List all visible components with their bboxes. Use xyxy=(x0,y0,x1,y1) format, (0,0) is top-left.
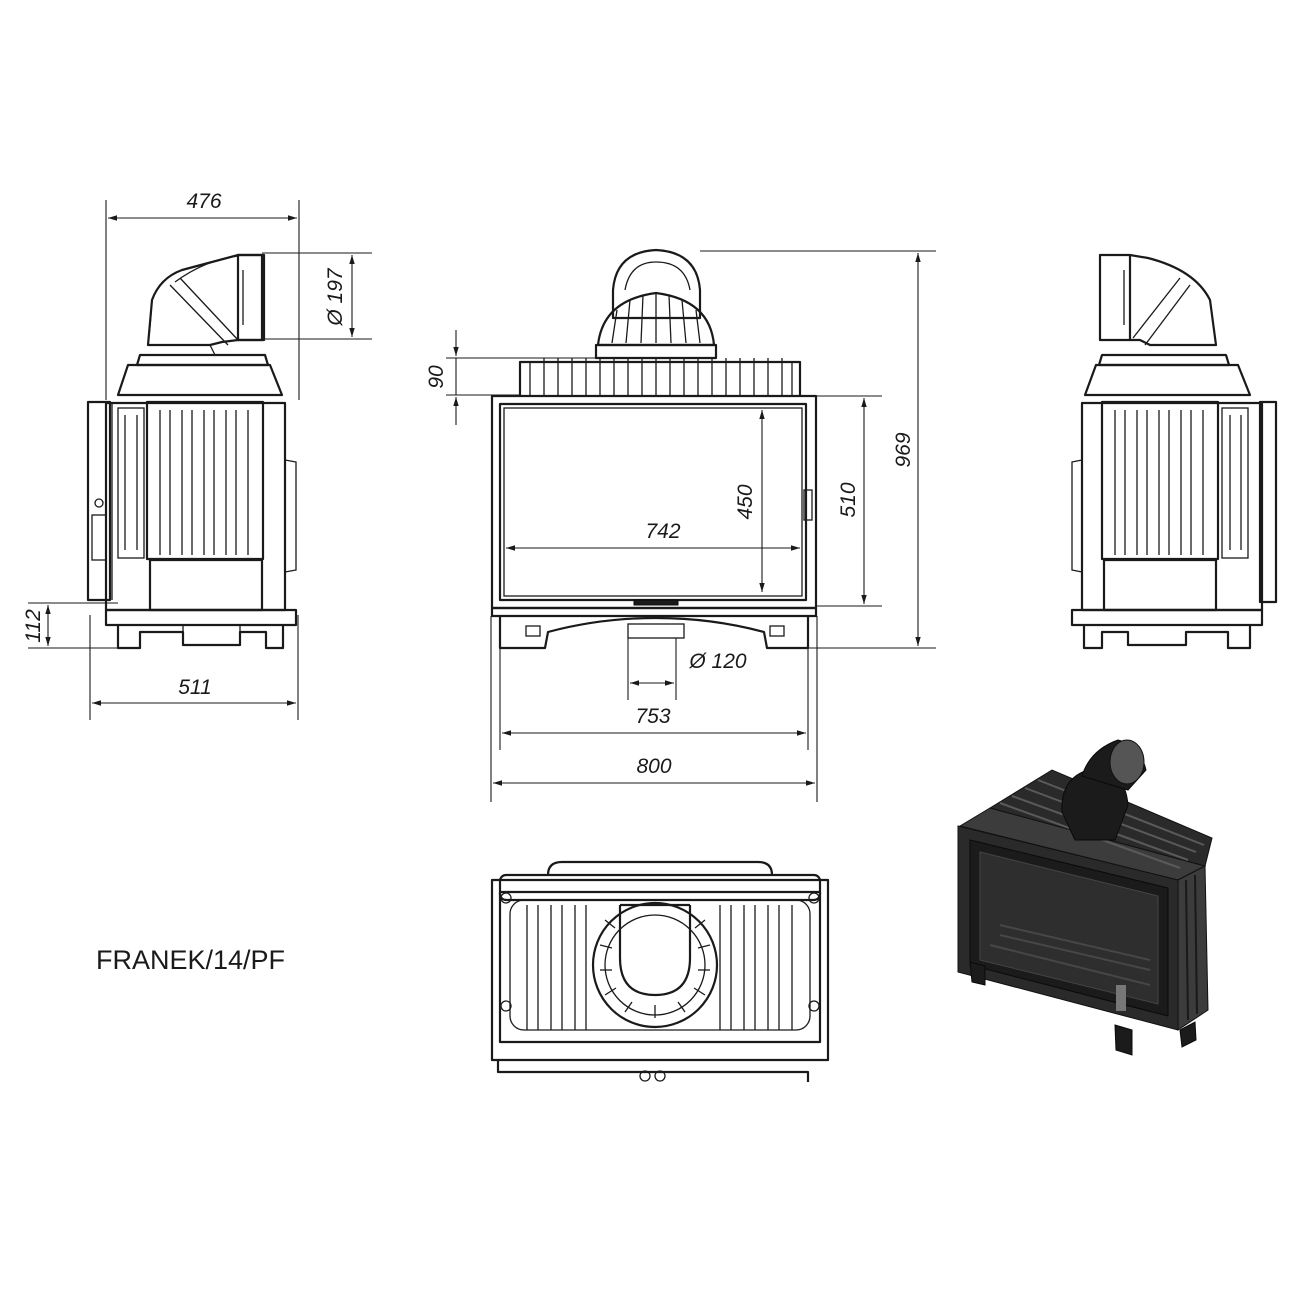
front-view xyxy=(490,248,818,650)
fireplace-insert-render xyxy=(957,739,1213,1056)
dim-969: 969 xyxy=(892,432,915,467)
dim-511: 511 xyxy=(178,676,211,699)
front-dimensions: 90 969 510 450 742 Ø 120 753 800 xyxy=(425,250,936,802)
dim-450: 450 xyxy=(734,484,757,519)
dim-flue-197: Ø 197 xyxy=(324,267,347,327)
dim-742: 742 xyxy=(645,520,680,543)
dim-120: Ø 120 xyxy=(688,650,747,673)
top-view xyxy=(490,860,830,1082)
dim-90: 90 xyxy=(425,365,448,389)
model-name: FRANEK/14/PF xyxy=(96,945,285,975)
right-side-view xyxy=(1070,253,1278,650)
dim-800: 800 xyxy=(636,755,671,778)
dim-753: 753 xyxy=(635,705,670,728)
dim-510: 510 xyxy=(837,482,860,517)
dim-112: 112 xyxy=(22,609,45,643)
dim-476: 476 xyxy=(186,190,221,213)
left-side-dimensions: 476 Ø 197 112 511 xyxy=(22,190,372,720)
left-side-view xyxy=(86,253,298,650)
